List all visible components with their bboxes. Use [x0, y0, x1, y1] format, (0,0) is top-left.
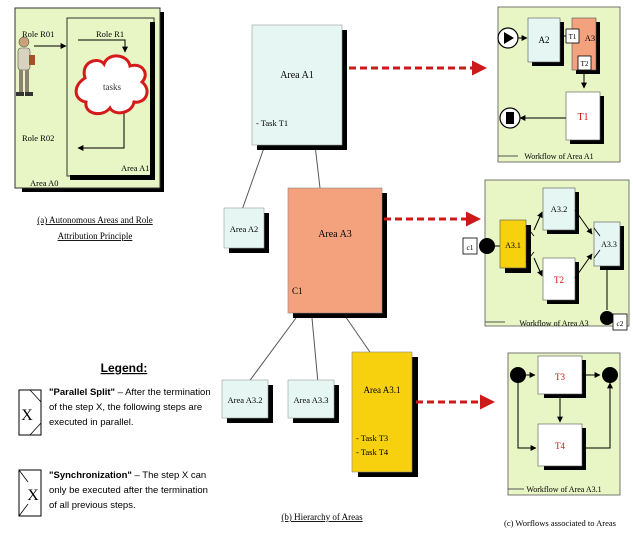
- wf1-a2-box: [527, 17, 561, 63]
- workflow-a3: c1 A3.1 A3.2 T2 A3.3 c2 Workflow of Area: [462, 179, 630, 331]
- wf3-a31-box: [499, 219, 527, 269]
- synchronization-x: X: [27, 487, 39, 504]
- wf3-a32-box: [542, 187, 576, 231]
- panel-b-caption: (b) Hierarchy of Areas: [281, 512, 363, 522]
- wf3-c1-label: c1: [466, 243, 473, 252]
- role-r01-label: Role R01: [22, 29, 54, 39]
- area-a1-shadow-bottom: [70, 175, 155, 180]
- tasks-cloud: [74, 54, 149, 116]
- wf3-caption: Workflow of Area A3: [519, 319, 588, 328]
- area-a33-node-label: Area A3.3: [294, 395, 329, 405]
- wf3-c2-box: [612, 313, 628, 331]
- task-t1-label: - Task T1: [256, 118, 288, 128]
- wf3-c2-label: c2: [616, 319, 623, 328]
- wf1-t1-small-box: [565, 28, 580, 44]
- wf3-start-node: [479, 238, 495, 254]
- parallel-split-line2: of the step X, the following steps are: [49, 402, 202, 413]
- panel-b: Area A1 - Task T1 Area A2 Area A3 C1 Are…: [221, 24, 418, 522]
- role-r1-label: Role R1: [96, 29, 124, 39]
- wf1-t1-label: T1: [577, 112, 588, 123]
- wf31-caption: Workflow of Area A3.1: [526, 485, 601, 494]
- tree-edge-a1-a3: [314, 144, 321, 189]
- role-r02-arrow: [77, 112, 125, 151]
- workflow-a1: A2 A3 T1 T2 T1 Workflow of Area A1: [497, 6, 621, 163]
- wf3-c1-box: [462, 237, 478, 255]
- wf3-a32-label: A3.2: [551, 204, 568, 214]
- synchronization-icon: [18, 469, 42, 517]
- wf3-t2-label: T2: [554, 275, 564, 285]
- wf31-t4-box: [537, 423, 583, 467]
- area-a3-c1-label: C1: [292, 286, 303, 296]
- wf3-a31-label: A3.1: [505, 241, 521, 250]
- wf1-t2-small-label: T2: [581, 60, 589, 68]
- parallel-split-line1: "Parallel Split" – After the termination: [49, 387, 211, 398]
- wf31-t3-label: T3: [555, 372, 565, 382]
- start-play-icon: [504, 32, 514, 44]
- panel-a-shadow: [22, 188, 162, 192]
- task-t4-label: - Task T4: [356, 447, 389, 457]
- area-a0-label: Area A0: [30, 178, 59, 188]
- area-a2-node-label: Area A2: [230, 224, 259, 234]
- area-a31-node: [351, 351, 413, 473]
- synchronization-line2: only be executed after the termination: [49, 485, 208, 496]
- legend-title: Legend:: [101, 361, 148, 375]
- legend: Legend: X "Parallel Split" – After the t…: [18, 361, 211, 517]
- wf31-end-node: [602, 367, 618, 383]
- area-a2-node: [223, 207, 265, 249]
- task-t3-label: - Task T3: [356, 433, 388, 443]
- panel-c-caption: (c) Worflows associated to Areas: [504, 518, 616, 528]
- parallel-split-line3: executed in parallel.: [49, 417, 134, 428]
- area-a1-node-label: Area A1: [280, 70, 314, 81]
- area-a1-shadow: [150, 22, 155, 180]
- area-a3-node-label: Area A3: [318, 229, 352, 240]
- area-a1-node: [251, 24, 343, 146]
- wf31-t4-label: T4: [555, 441, 565, 451]
- synchronization-line3: of all previous steps.: [49, 500, 136, 511]
- wf1-t1-small-label: T1: [569, 33, 577, 41]
- area-a32-node-label: Area A3.2: [228, 395, 263, 405]
- person-icon: [16, 36, 35, 96]
- wf3-t2-box: [542, 257, 576, 301]
- area-a31-node-label: Area A3.1: [364, 385, 401, 395]
- area-a33-node: [287, 379, 335, 419]
- area-a32-node: [221, 379, 269, 419]
- tree-edge-a3-a33: [311, 317, 319, 384]
- wf1-t1-box: [565, 91, 601, 141]
- panel-a-caption-line2: Attribution Principle: [58, 231, 133, 241]
- area-a3-node: [287, 187, 383, 314]
- area-a1-label: Area A1: [121, 163, 150, 173]
- wf1-caption: Workflow of Area A1: [524, 152, 593, 161]
- wf1-a2-label: A2: [539, 35, 550, 45]
- end-stop-icon: [506, 112, 514, 124]
- workflow-a31: T3 T4 Workflow of Area A3.1: [507, 352, 621, 496]
- wf3-a33-label: A3.3: [601, 240, 617, 249]
- wf31-start-node: [510, 367, 526, 383]
- wf1-a3-label: A3: [585, 33, 595, 43]
- synchronization-line1: "Synchronization" – The step X can: [49, 470, 206, 481]
- tree-edge-a3-a32: [247, 317, 297, 384]
- wf31-t3-box: [537, 355, 583, 395]
- wf3-a33-box: [593, 221, 621, 267]
- panel-a-shadow-right: [160, 12, 164, 192]
- wf3-end-node: [600, 311, 614, 325]
- tree-edge-a1-a2: [241, 144, 266, 211]
- role-r02-label: Role R02: [22, 133, 54, 143]
- parallel-split-x: X: [21, 407, 33, 424]
- tasks-label: tasks: [103, 82, 121, 92]
- panel-a: tasks Role R01 Role R1 Role R02 Area A1 …: [14, 7, 164, 241]
- panel-a-caption-line1: (a) Autonomous Areas and Role: [37, 215, 152, 225]
